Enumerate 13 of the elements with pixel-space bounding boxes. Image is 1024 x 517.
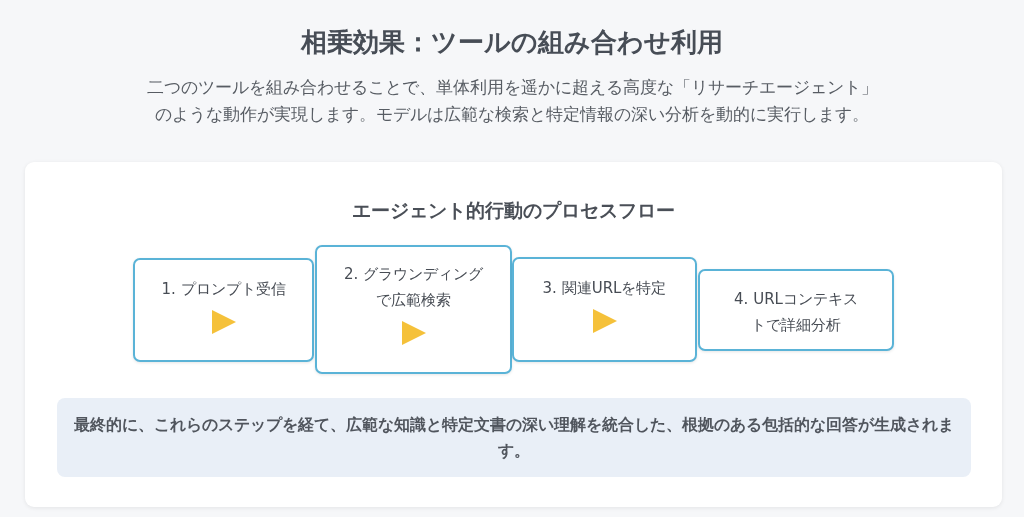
step-label: 2. グラウンディングで広範検索 bbox=[342, 264, 485, 311]
process-box bbox=[315, 245, 512, 374]
description-text: 二つのツールを組み合わせることで、単体利用を遥かに超える高度な「リサーチエージェント」のような動作が実現します。モデルは広範な検索と特定情報の深い分析を動的に実行します。 bbox=[145, 76, 879, 126]
process-box bbox=[133, 258, 314, 362]
title: 相乗効果：ツールの組み合わせ利用 bbox=[299, 26, 724, 59]
section-heading: エージェント的行動のプロセスフロー bbox=[351, 198, 676, 223]
process-box bbox=[512, 257, 697, 362]
process-box bbox=[698, 269, 894, 351]
step-label: 4. URLコンテキストで詳細分析 bbox=[733, 289, 859, 336]
summary-text: 最終的に、これらのステップを経て、広範な知識と特定文書の深い理解を統合した、根拠のある包括的な回答が生成されます。 bbox=[74, 414, 954, 462]
step-label: 3. 関連URLを特定 bbox=[542, 278, 667, 299]
panel-card bbox=[25, 162, 1002, 507]
step-label: 1. プロンプト受信 bbox=[161, 279, 286, 300]
